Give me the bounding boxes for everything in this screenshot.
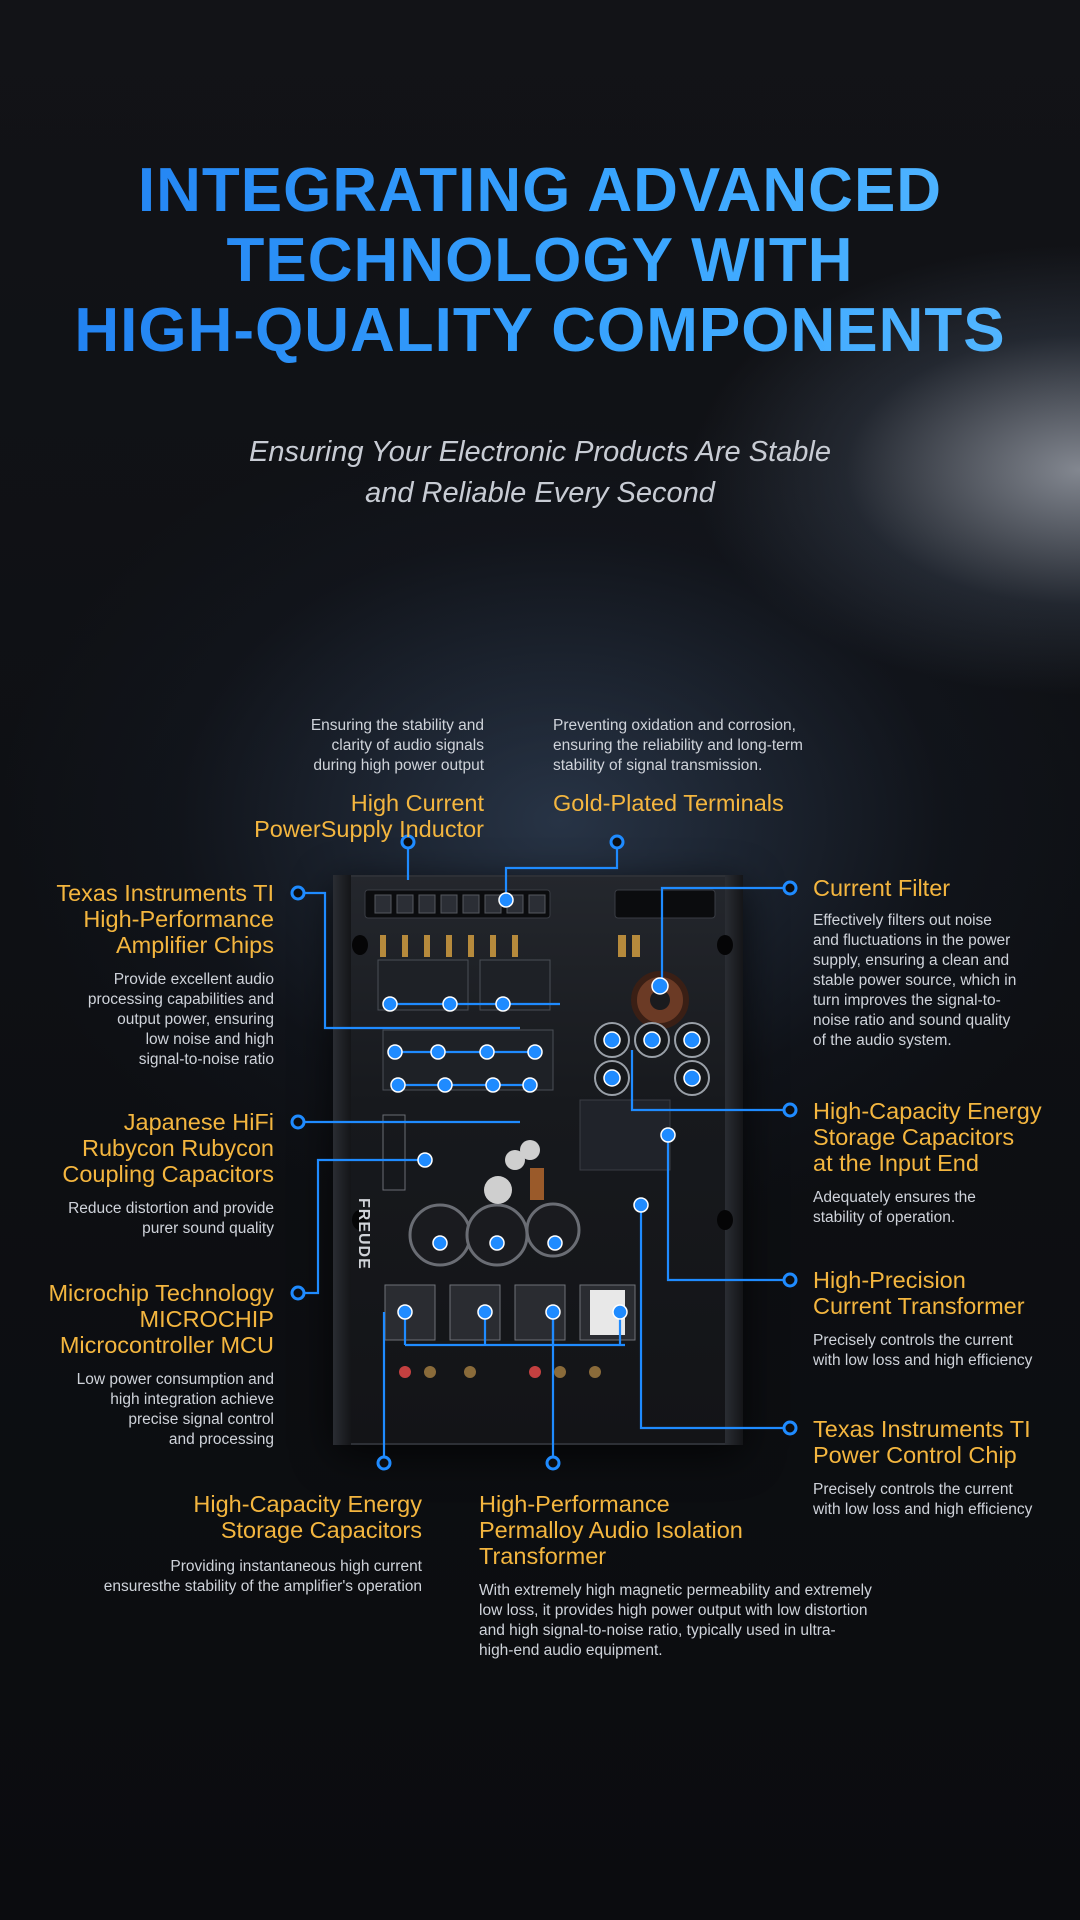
power-chip-title-1: Texas Instruments TI <box>813 1416 1031 1442</box>
ti-amp-desc-4: low noise and high <box>145 1031 274 1048</box>
feature-permalloy-transformer: High-Performance Permalloy Audio Isolati… <box>479 1491 899 1661</box>
permalloy-desc-2: low loss, it provides high power output … <box>479 1602 868 1619</box>
gold-desc-2: ensuring the reliability and long-term <box>553 737 803 754</box>
rubycon-desc-1: Reduce distortion and provide <box>68 1200 274 1217</box>
mcu-desc-1: Low power consumption and <box>76 1371 274 1388</box>
rubycon-desc-2: purer sound quality <box>142 1220 274 1237</box>
gold-desc-3: stability of signal transmission. <box>553 757 763 774</box>
ti-amp-title-2: High-Performance <box>83 906 274 932</box>
storage-caps-title-2: Storage Capacitors <box>220 1517 422 1543</box>
board-right-rail <box>725 875 743 1445</box>
storage-caps-desc-2: ensuresthe stability of the amplifier's … <box>103 1578 422 1595</box>
filter-title: Current Filter <box>813 875 951 901</box>
storage-caps-desc-1: Providing instantaneous high current <box>170 1558 422 1575</box>
input-caps-desc-1: Adequately ensures the <box>813 1189 976 1206</box>
input-caps-desc-2: stability of operation. <box>813 1209 956 1226</box>
filter-desc-4: stable power source, which in <box>813 972 1017 989</box>
mcu-desc-4: and processing <box>168 1431 274 1448</box>
mcu-desc-3: precise signal control <box>128 1411 274 1428</box>
feature-input-capacitors: High-Capacity Energy Storage Capacitors … <box>813 1098 1073 1228</box>
storage-caps-title-1: High-Capacity Energy <box>193 1491 422 1517</box>
mcu-title-3: Microcontroller MCU <box>59 1332 274 1358</box>
power-chip-title-2: Power Control Chip <box>813 1442 1017 1468</box>
inductor-desc-3: during high power output <box>313 757 484 774</box>
transformer-desc-2: with low loss and high efficiency <box>813 1352 1033 1369</box>
rubycon-title-3: Coupling Capacitors <box>62 1161 274 1187</box>
transformer-title-2: Current Transformer <box>813 1293 1025 1319</box>
power-chip-desc-2: with low loss and high efficiency <box>813 1501 1033 1518</box>
ti-amp-desc-5: signal-to-noise ratio <box>138 1051 274 1068</box>
permalloy-desc-3: and high signal-to-noise ratio, typicall… <box>479 1622 836 1639</box>
rubycon-title-2: Rubycon Rubycon <box>81 1135 274 1161</box>
filter-desc-5: turn improves the signal-to- <box>813 992 1001 1009</box>
feature-ti-amplifier: Texas Instruments TI High-Performance Am… <box>20 880 274 1070</box>
transformer-title-1: High-Precision <box>813 1267 966 1293</box>
transformer-desc-1: Precisely controls the current <box>813 1332 1013 1349</box>
permalloy-desc-4: high-end audio equipment. <box>479 1642 663 1659</box>
ti-amp-desc-1: Provide excellent audio <box>113 971 274 988</box>
inductor-desc-1: Ensuring the stability and <box>310 717 484 734</box>
filter-desc-3: supply, ensuring a clean and <box>813 952 1010 969</box>
gold-desc-1: Preventing oxidation and corrosion, <box>553 717 796 734</box>
mcu-desc-2: high integration achieve <box>110 1391 274 1408</box>
subtitle-line-1: Ensuring Your Electronic Products Are St… <box>249 436 831 468</box>
input-caps-title-3: at the Input End <box>813 1150 979 1176</box>
input-caps-title-1: High-Capacity Energy <box>813 1098 1042 1124</box>
rubycon-title-1: Japanese HiFi <box>123 1109 274 1135</box>
filter-desc-2: and fluctuations in the power <box>813 932 1011 949</box>
feature-current-filter: Current Filter Effectively filters out n… <box>813 875 1063 1051</box>
mcu-title-2: MICROCHIP <box>139 1306 274 1332</box>
feature-power-chip: Texas Instruments TI Power Control Chip … <box>813 1416 1073 1520</box>
ti-amp-title-3: Amplifier Chips <box>115 932 274 958</box>
filter-desc-1: Effectively filters out noise <box>813 912 992 929</box>
filter-desc-7: of the audio system. <box>813 1032 952 1049</box>
inductor-title: High Current PowerSupply Inductor <box>254 790 484 842</box>
ti-amp-title-1: Texas Instruments TI <box>56 880 274 906</box>
feature-mcu: Microchip Technology MICROCHIP Microcont… <box>20 1280 274 1450</box>
feature-gold-terminals: Preventing oxidation and corrosion, ensu… <box>553 716 873 816</box>
ti-amp-desc-2: processing capabilities and <box>87 991 274 1008</box>
permalloy-title-1: High-Performance <box>479 1491 670 1517</box>
power-chip-desc-1: Precisely controls the current <box>813 1481 1013 1498</box>
filter-desc-6: noise ratio and sound quality <box>813 1012 1011 1029</box>
board-brand-label: FREUDE <box>355 1198 372 1270</box>
subtitle: Ensuring Your Electronic Products Are St… <box>0 432 1080 514</box>
feature-inductor: Ensuring the stability and clarity of au… <box>250 716 484 842</box>
feature-storage-capacitors: High-Capacity Energy Storage Capacitors … <box>60 1491 422 1597</box>
mcu-title-1: Microchip Technology <box>48 1280 274 1306</box>
feature-current-transformer: High-Precision Current Transformer Preci… <box>813 1267 1073 1371</box>
gold-title: Gold-Plated Terminals <box>553 790 784 816</box>
inductor-desc-2: clarity of audio signals <box>331 737 485 754</box>
permalloy-desc-1: With extremely high magnetic permeabilit… <box>479 1582 872 1599</box>
permalloy-title-2: Permalloy Audio Isolation <box>479 1517 743 1543</box>
input-caps-title-2: Storage Capacitors <box>813 1124 1015 1150</box>
subtitle-line-2: and Reliable Every Second <box>365 477 715 509</box>
ti-amp-desc-3: output power, ensuring <box>117 1011 274 1028</box>
permalloy-title-3: Transformer <box>479 1543 607 1569</box>
feature-rubycon: Japanese HiFi Rubycon Rubycon Coupling C… <box>20 1109 274 1239</box>
